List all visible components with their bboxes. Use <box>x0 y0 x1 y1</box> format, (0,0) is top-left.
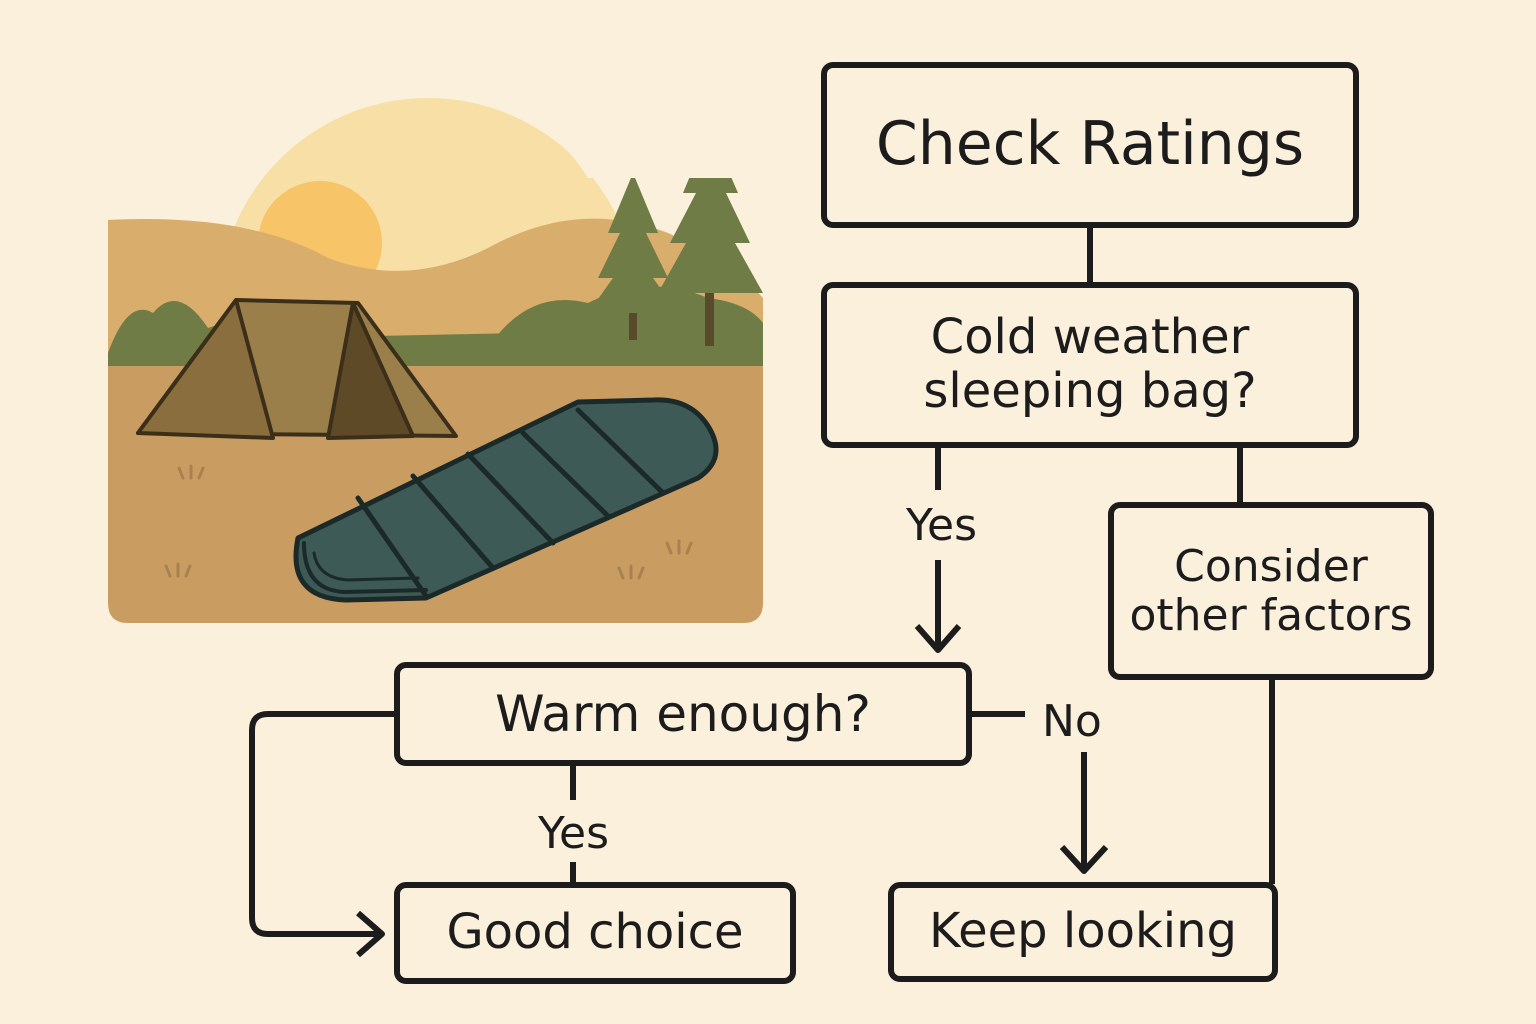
edge-warm-loop-good-line <box>249 711 397 937</box>
edge-cold-to-warm-arrowhead <box>914 624 962 653</box>
node-good-choice-label: Good choice <box>446 904 744 961</box>
node-consider-other-factors-label: Consider other factors <box>1129 540 1413 641</box>
node-warm-enough-label: Warm enough? <box>495 685 871 743</box>
edge-warm-to-keep-line <box>972 711 1087 868</box>
pine-tree-small-icon <box>588 173 678 340</box>
bush-hill-right <box>488 286 763 388</box>
edge-label-cold-yes: Yes <box>902 502 982 550</box>
pine-tree-large-icon <box>658 128 763 346</box>
node-check-ratings-label: Check Ratings <box>875 109 1305 180</box>
node-warm-enough: Warm enough? <box>394 662 972 766</box>
edge-warm-to-keep-arrowhead <box>1059 844 1109 874</box>
node-good-choice: Good choice <box>394 882 796 984</box>
camping-illustration <box>108 98 763 623</box>
node-keep-looking: Keep looking <box>888 882 1278 982</box>
edge-label-warm-yes: Yes <box>534 810 614 858</box>
node-keep-looking-label: Keep looking <box>929 903 1237 960</box>
node-check-ratings: Check Ratings <box>821 62 1359 228</box>
sleeping-bag-icon <box>293 397 719 603</box>
node-consider-other-factors: Consider other factors <box>1108 502 1434 680</box>
node-cold-weather: Cold weather sleeping bag? <box>821 282 1359 448</box>
tent-icon <box>136 298 458 440</box>
edge-label-warm-no: No <box>1038 698 1106 746</box>
node-cold-weather-label: Cold weather sleeping bag? <box>923 309 1257 419</box>
grass-tufts <box>164 464 693 580</box>
edge-warm-loop-good-arrowhead <box>356 910 385 958</box>
